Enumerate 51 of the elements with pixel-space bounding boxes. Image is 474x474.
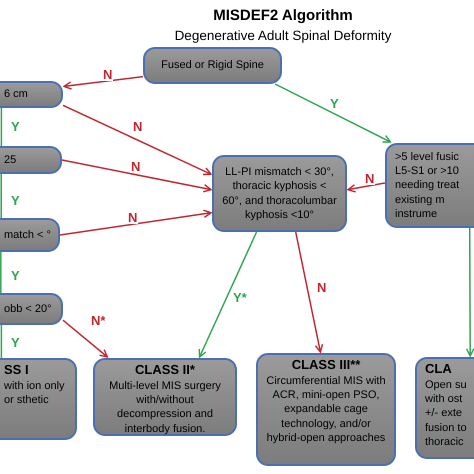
criterion-text: >5 level fusic L5-S1 or >10 needing treat existing m instrume [395, 150, 460, 222]
arrow [294, 232, 324, 353]
criterion-text: obb < 20° [4, 302, 52, 316]
edge-label: Y [10, 336, 21, 349]
edge-label: Y [10, 120, 21, 133]
criterion-text: 6 cm [4, 87, 28, 102]
edge-label: Y* [232, 291, 248, 304]
edge-label: N [130, 160, 142, 173]
decision-box [385, 143, 474, 228]
edge-label: N [132, 120, 144, 133]
edge-label: N [102, 68, 114, 81]
class-box [0, 358, 77, 440]
title: MISDEF2 Algorithm [212, 6, 354, 26]
criterion-text: LL-PI mismatch < 30°, thoracic kyphosis < 60°, and thoracolumbar kyphosis <10° [222, 164, 337, 222]
class-heading: CLASS III** [292, 357, 360, 374]
decision-box [0, 293, 63, 325]
class-heading: CLASS II* [135, 362, 195, 379]
arrow [198, 232, 258, 358]
class-heading: CLA [425, 361, 452, 378]
class-box [256, 353, 396, 466]
arrow [62, 104, 212, 176]
decision-box [0, 218, 60, 252]
edge-label: N [364, 172, 376, 185]
edge-label: Y [10, 269, 21, 282]
edge-label: N* [90, 314, 106, 327]
arrow [62, 159, 212, 192]
arrow [60, 210, 212, 236]
decision-box [143, 47, 282, 84]
arrow [62, 320, 108, 358]
class-heading: SS I [4, 362, 29, 379]
arrow [347, 182, 386, 193]
decision-box [0, 81, 63, 108]
class-description: Circumferential MIS with ACR, mini-open PSO, expandable cage technology, and/or hybrid-open approaches [266, 374, 386, 446]
criterion-text: match < ° [4, 228, 51, 242]
class-box [415, 357, 474, 459]
class-description: with ion only or sthetic [4, 378, 66, 408]
arrow [63, 76, 144, 90]
edge-label: Y [329, 97, 340, 110]
arrow [274, 83, 392, 143]
subtitle: Degenerative Adult Spinal Deformity [174, 27, 392, 45]
criterion-text: Fused or Rigid Spine [161, 58, 264, 73]
arrow [466, 228, 474, 357]
edge-label: Y [10, 194, 21, 207]
criterion-text: 25 [4, 152, 16, 168]
edge-label: N [316, 281, 328, 294]
class-description: Multi-level MIS surgery with/without decompression and interbody fusion. [108, 378, 222, 436]
decision-box [212, 155, 347, 232]
class-description: Open su with ost +/- exte fusion to thoracic [425, 378, 468, 450]
edge-label: N [127, 211, 138, 224]
decision-box [0, 146, 62, 174]
class-box [93, 358, 237, 436]
